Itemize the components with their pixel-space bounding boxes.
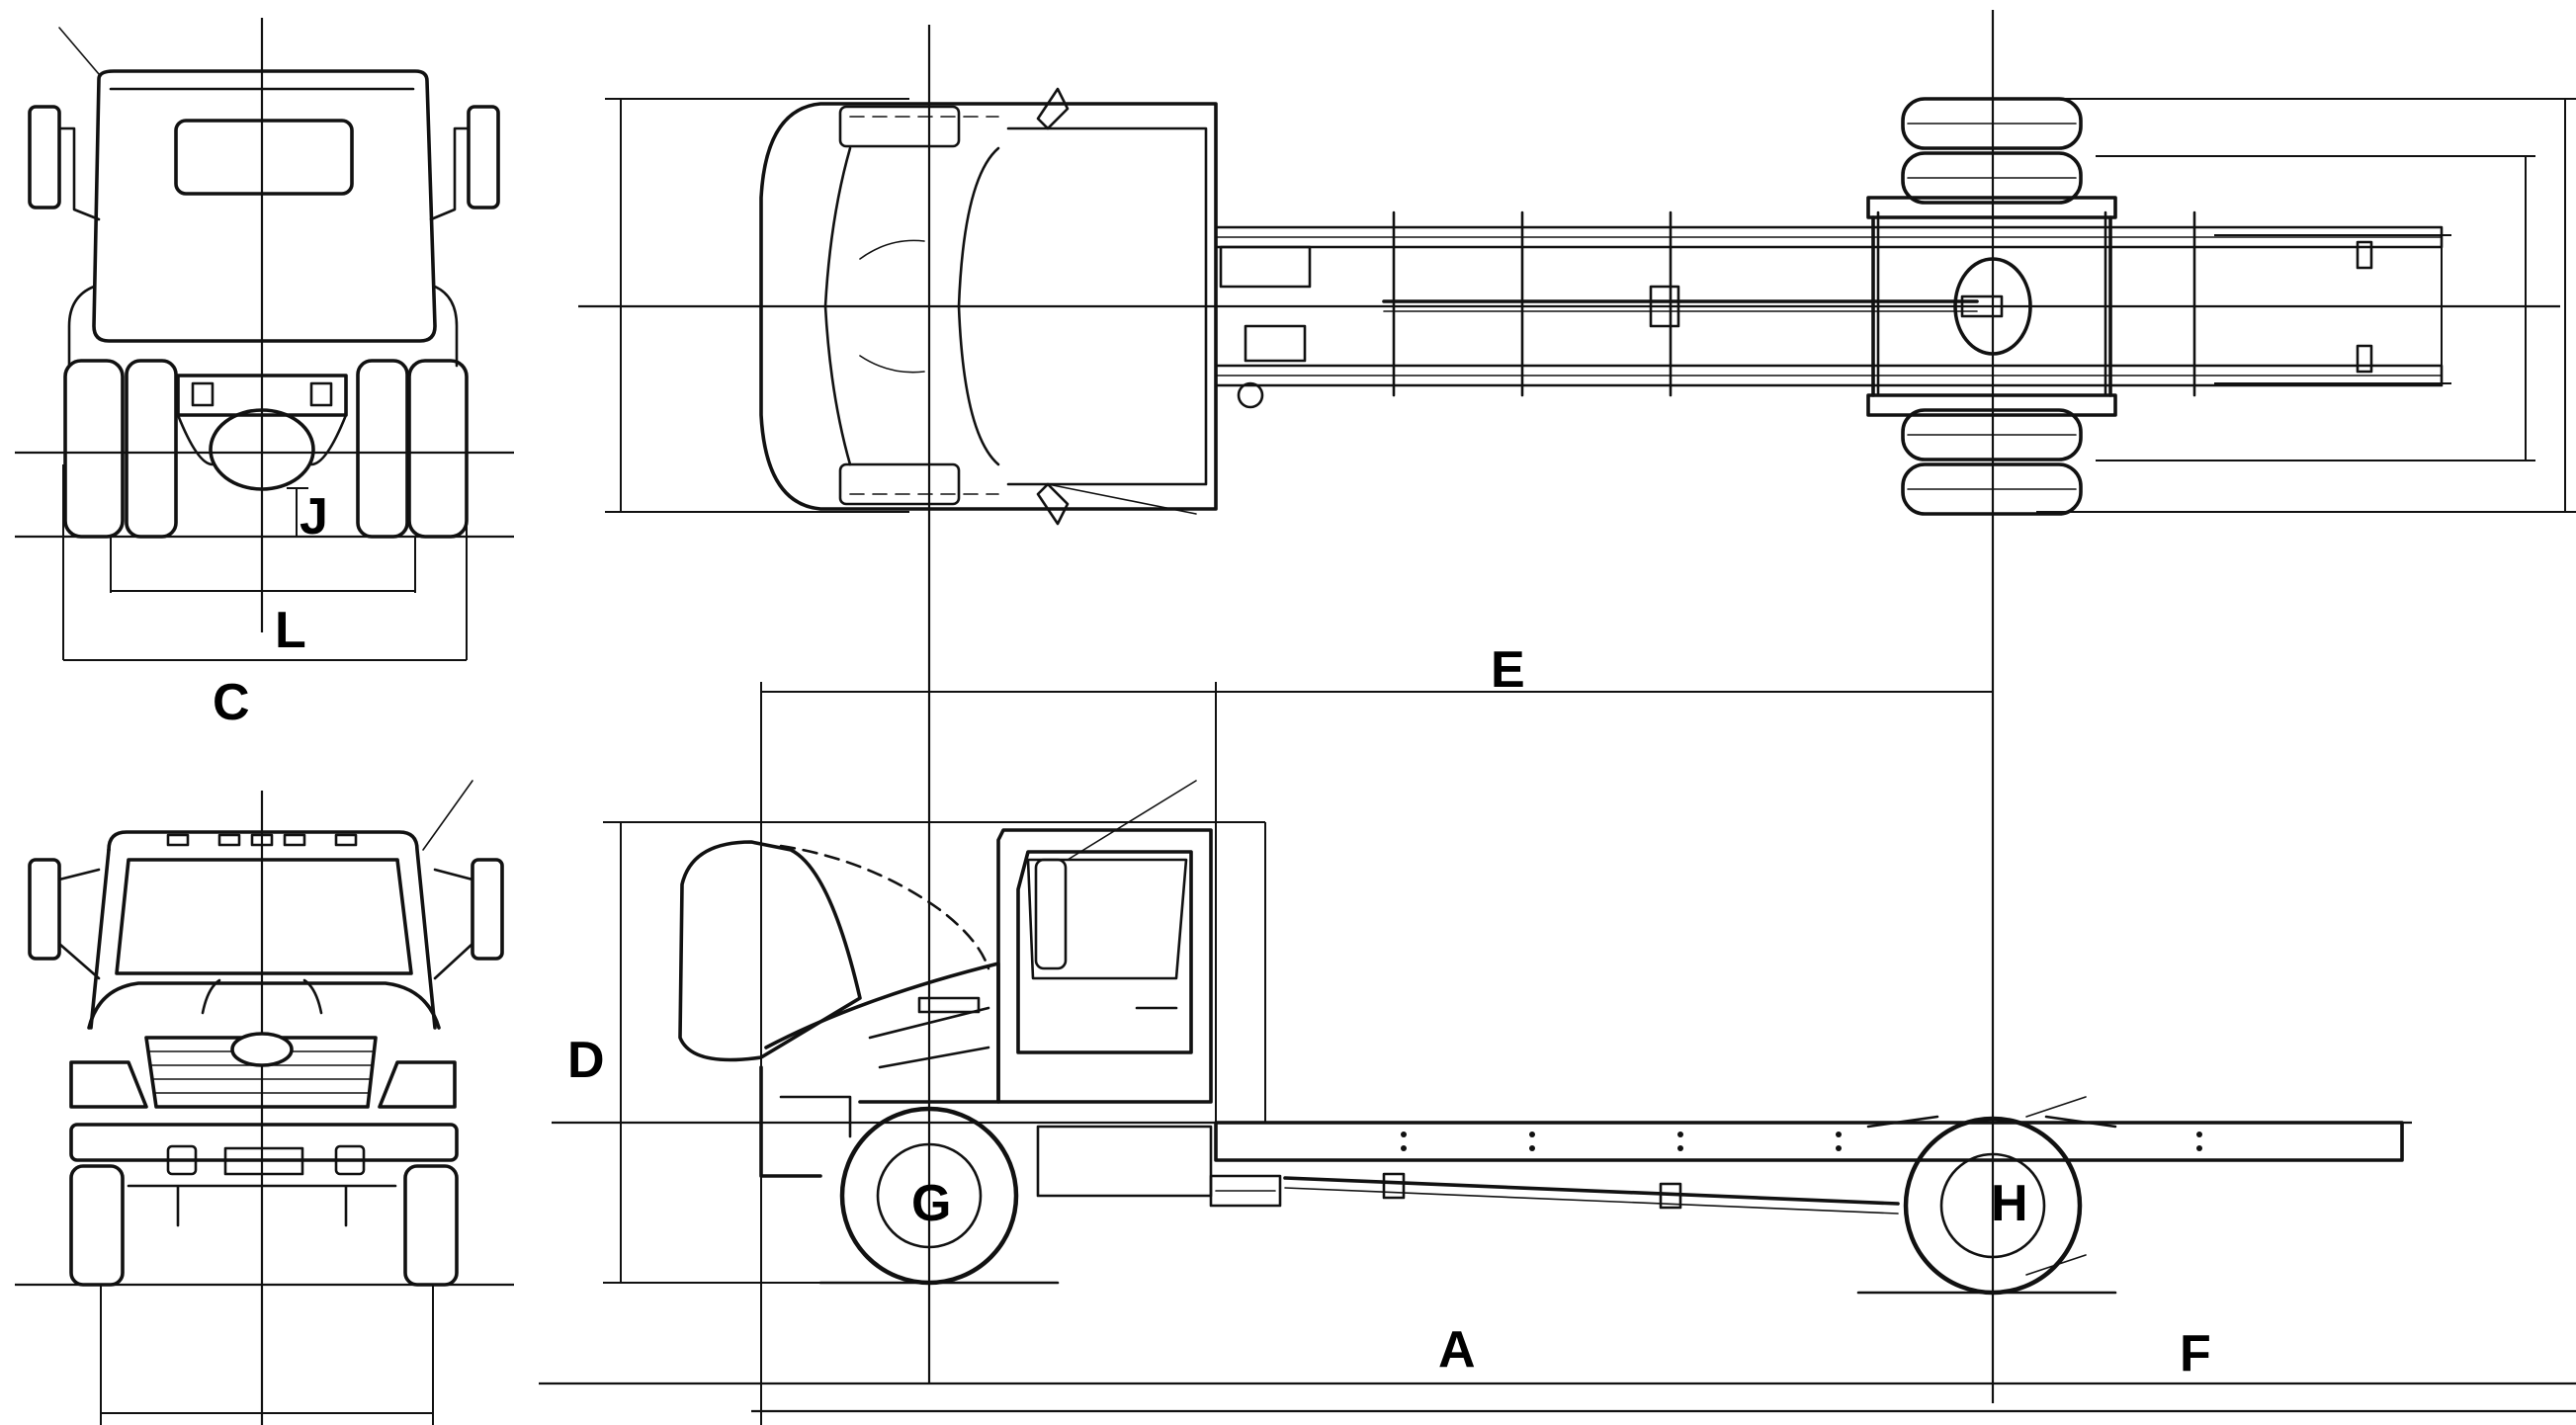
label-c: C bbox=[213, 674, 250, 731]
label-j: J bbox=[300, 488, 328, 545]
side-view bbox=[539, 682, 2576, 1425]
front-view bbox=[15, 780, 514, 1425]
top-view bbox=[578, 10, 2576, 1403]
dimension-labels: J L C E D G H A F bbox=[213, 488, 2211, 1383]
label-g: G bbox=[911, 1175, 951, 1232]
label-e: E bbox=[1491, 641, 1525, 699]
label-f: F bbox=[2180, 1325, 2211, 1383]
label-h: H bbox=[1991, 1175, 2028, 1232]
rear-view bbox=[15, 18, 514, 661]
label-l: L bbox=[275, 602, 306, 659]
label-d: D bbox=[567, 1032, 605, 1089]
label-a: A bbox=[1438, 1321, 1476, 1379]
